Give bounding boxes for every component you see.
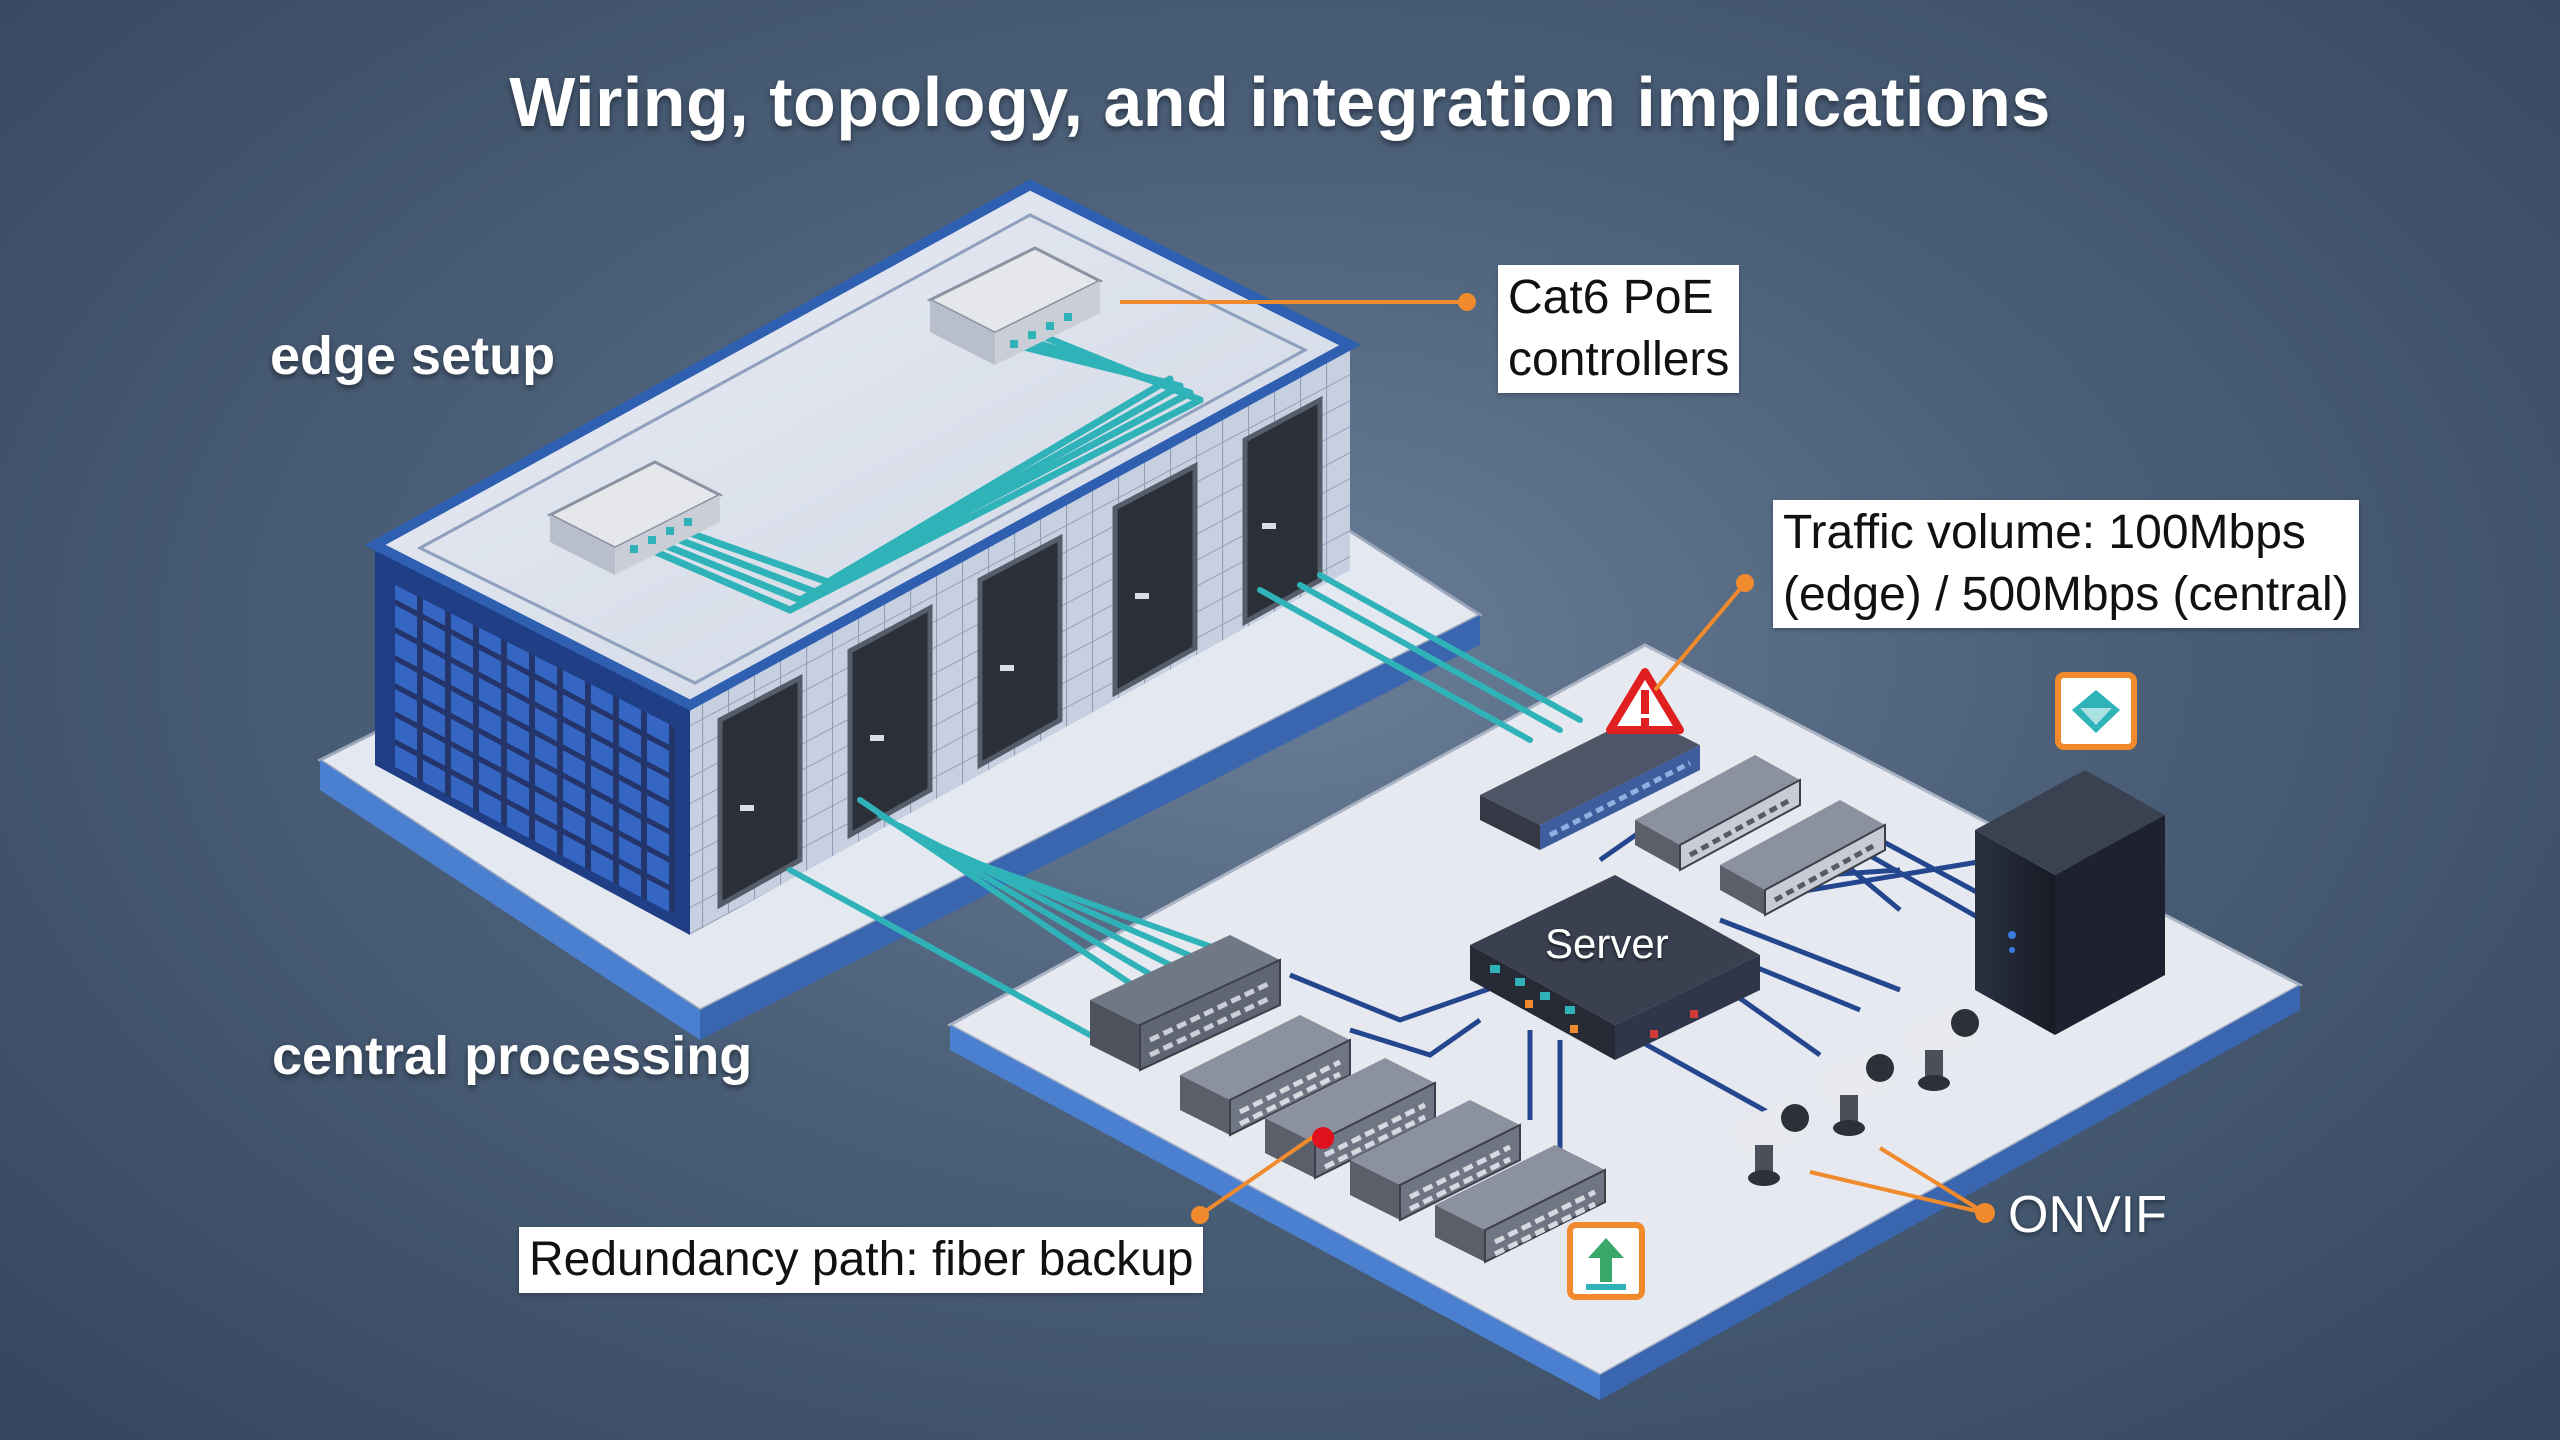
- central-server-box: [1470, 875, 1760, 1060]
- cat6-callout-line-1: Cat6 PoE: [1508, 271, 1714, 324]
- door-2: [847, 603, 933, 840]
- callout-dots: [1191, 293, 1995, 1224]
- camera-2: [1819, 1052, 1894, 1136]
- page-title: Wiring, topology, and integration implic…: [509, 63, 2051, 141]
- poe-controller-1: [546, 460, 724, 575]
- poe-controller-2: [926, 246, 1104, 365]
- rack-switch-1: [1635, 755, 1801, 872]
- door-1: [717, 673, 803, 910]
- switch-stack: [1090, 935, 1606, 1264]
- integration-gem-icon: [2055, 672, 2137, 750]
- server-label: Server: [1545, 920, 1669, 967]
- traffic-callout-line-2: (edge) / 500Mbps (central): [1783, 568, 2349, 621]
- switch-5: [1435, 1145, 1606, 1264]
- redundancy-callout-text: Redundancy path: fiber backup: [529, 1233, 1194, 1286]
- door-3: [977, 533, 1063, 770]
- building-to-central-cables: [787, 572, 1583, 1038]
- door-5: [1242, 395, 1323, 627]
- door-4: [1112, 461, 1198, 698]
- switch-1: [1090, 935, 1281, 1072]
- roof-cables: [636, 331, 1204, 614]
- building-doors: [717, 395, 1323, 910]
- rack-switch-2: [1720, 800, 1886, 917]
- callout-lines: [1120, 300, 1987, 1217]
- edge-switch: [1480, 715, 1700, 850]
- switch-2: [1180, 1015, 1351, 1137]
- traffic-volume-callout: Traffic volume: 100Mbps (edge) / 500Mbps…: [1773, 500, 2359, 628]
- cat6-callout-line-2: controllers: [1508, 333, 1730, 386]
- switch-4: [1350, 1100, 1521, 1222]
- onvif-callout: ONVIF: [2008, 1186, 2167, 1244]
- warning-icon: [1606, 668, 1684, 734]
- traffic-callout-line-1: Traffic volume: 100Mbps: [1783, 506, 2306, 559]
- switch-3: [1265, 1058, 1436, 1180]
- camera-1: [1734, 1102, 1809, 1186]
- redundancy-marker-dot: [1312, 1127, 1334, 1149]
- upper-switches: [1480, 715, 1886, 917]
- central-processing-label: central processing: [272, 1026, 753, 1086]
- camera-3: [1904, 1007, 1979, 1091]
- redundancy-callout: Redundancy path: fiber backup: [519, 1227, 1204, 1293]
- tower-server: [1975, 770, 2165, 1035]
- upload-icon: [1567, 1222, 1645, 1300]
- cat6-poe-callout: Cat6 PoE controllers: [1498, 265, 1740, 393]
- edge-setup-label: edge setup: [270, 326, 556, 386]
